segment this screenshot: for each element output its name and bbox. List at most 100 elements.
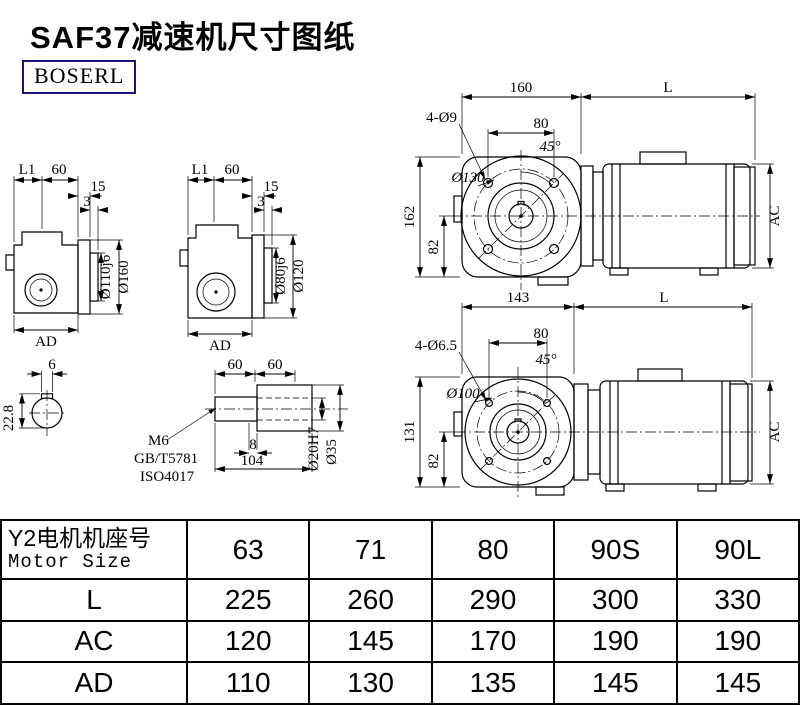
label-std2: ISO4017 — [140, 469, 195, 485]
dim-80: 80 — [534, 326, 549, 342]
view-shaft-detail: 60 60 M6 GB/T5781 ISO4017 8 104 Ø20H7 — [134, 357, 348, 485]
dim-dia-spigot: Ø80j6 — [273, 257, 289, 295]
dim-center-height: 82 — [426, 240, 442, 255]
table-cell: 260 — [308, 578, 433, 622]
table-cell: 130 — [308, 661, 433, 705]
label-thread: M6 — [148, 433, 169, 449]
dim-bore: Ø20H7 — [306, 426, 322, 471]
gearbox-left-boss — [179, 249, 188, 267]
bolt-hole — [542, 457, 551, 466]
dim-ad: AD — [209, 338, 231, 354]
dim-key-height: 22.8 — [1, 405, 17, 431]
table-cell: 330 — [675, 578, 800, 622]
dim-height: 131 — [402, 421, 418, 444]
bolt-hole — [485, 457, 494, 466]
shaft-section — [256, 384, 313, 432]
flange-spigot — [89, 252, 99, 302]
table-cell: 300 — [553, 578, 678, 622]
callout-holes: 4-Ø6.5 — [415, 338, 457, 354]
view-gearbox-side-small: L1 60 15 3 Ø110j6 Ø160 AD — [5, 162, 132, 350]
table-cell: 290 — [430, 578, 556, 622]
dim-height: 162 — [402, 206, 418, 229]
bolt-hole — [482, 177, 494, 189]
label-std1: GB/T5781 — [134, 451, 198, 467]
dim-dia-spigot: Ø110j6 — [98, 254, 114, 299]
housing-left-tab — [453, 411, 463, 437]
motor-foot — [697, 483, 717, 492]
terminal-box — [637, 368, 683, 382]
terminal-box — [639, 151, 687, 165]
table-cell: 80 — [430, 518, 556, 581]
dim-3: 3 — [257, 194, 265, 210]
dim-60b: 60 — [268, 357, 283, 373]
table-cell: 63 — [185, 518, 311, 581]
flange-plate — [251, 234, 265, 319]
table-cell: 170 — [430, 619, 556, 664]
dim-ad: AD — [35, 334, 57, 350]
gearbox-outline — [187, 224, 253, 319]
boserl-logo: BOSERL — [22, 60, 137, 94]
table-cell: 145 — [308, 619, 433, 664]
housing-foot — [537, 276, 569, 286]
fan-cowl — [733, 166, 756, 266]
dim-bolt-circle: Ø130 — [450, 170, 485, 186]
dim-60: 60 — [52, 162, 67, 178]
dim-l1: L1 — [192, 162, 209, 178]
dim-3: 3 — [83, 194, 91, 210]
bore-center — [214, 290, 218, 294]
bolt-hole — [548, 243, 560, 255]
table-cell: 145 — [553, 661, 678, 705]
view-shaft-end: 6 22.8 — [1, 357, 67, 436]
row-header-l: L — [0, 578, 188, 622]
boserl-logo-text: BOSERL — [34, 63, 125, 88]
motor-foot — [699, 267, 719, 276]
row-header-motor-size: Y2电机机座号 Motor Size — [0, 518, 188, 581]
gearbox-left-boss — [5, 254, 14, 271]
dim-bolt-circle: Ø100 — [445, 386, 480, 402]
dim-8: 8 — [249, 437, 257, 453]
table-cell: 90S — [553, 518, 678, 581]
dim-outer: Ø35 — [324, 439, 340, 465]
dim-ac: AC — [767, 422, 783, 443]
row-header-ac: AC — [0, 619, 188, 664]
motor-foot — [605, 483, 625, 492]
bolt-hole — [542, 399, 551, 408]
flange-plate — [77, 239, 91, 315]
dim-80: 80 — [534, 116, 549, 132]
housing-left-tab — [453, 195, 463, 223]
bolt-hole — [482, 243, 494, 255]
motor-body — [599, 380, 749, 485]
dim-length: L — [663, 80, 672, 96]
view-assembly-top: 45° 160 L 4-Ø9 — [402, 80, 783, 290]
table-cell: 190 — [553, 619, 678, 664]
output-bore-inner — [29, 278, 53, 302]
gearbox-outline — [13, 231, 79, 314]
dim-15: 15 — [91, 179, 106, 195]
view-assembly-bottom: 45° 143 L 4-Ø6.5 — [402, 290, 783, 497]
row-header-cn: Y2电机机座号 — [8, 525, 152, 552]
motor-foot — [609, 267, 629, 276]
table-cell: 145 — [675, 661, 800, 705]
table-row: AD 110 130 135 145 145 — [0, 661, 800, 705]
dim-15: 15 — [264, 179, 279, 195]
dim-length: L — [659, 290, 668, 306]
output-bore-outer — [24, 273, 58, 307]
fan-cowl — [729, 383, 753, 482]
table-row: Y2电机机座号 Motor Size 63 71 80 90S 90L — [0, 518, 800, 581]
dim-104: 104 — [241, 453, 264, 469]
page-title: SAF37减速机尺寸图纸 — [30, 20, 356, 55]
technical-drawing: L1 60 15 3 Ø110j6 Ø160 AD — [1, 80, 783, 497]
dim-center-height: 82 — [426, 454, 442, 469]
callout-holes: 4-Ø9 — [426, 110, 457, 126]
table-cell: 135 — [430, 661, 556, 705]
dim-angle: 45° — [536, 352, 557, 368]
dim-width: 143 — [507, 290, 530, 306]
output-bore-inner — [202, 278, 230, 306]
dim-60a: 60 — [228, 357, 243, 373]
dim-ac: AC — [767, 206, 783, 227]
flange-spigot — [263, 247, 273, 304]
row-header-ad: AD — [0, 661, 188, 705]
table-cell: 90L — [675, 518, 800, 581]
table-row: AC 120 145 170 190 190 — [0, 619, 800, 664]
